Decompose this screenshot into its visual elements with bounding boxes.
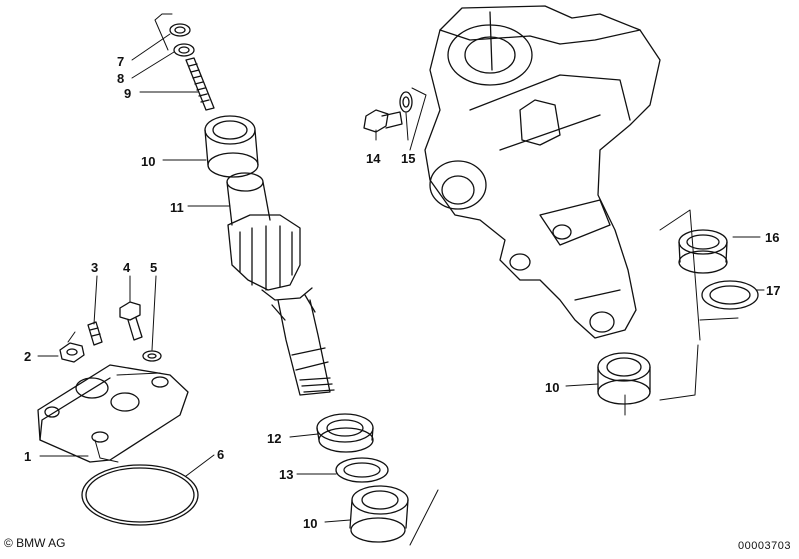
callout-11: 11: [170, 200, 184, 215]
callout-7: 7: [117, 54, 124, 69]
adjusting-screw: [185, 57, 215, 111]
callout-numbers: 7 8 9 10 11 3 4 5 2 1 6 12 13 10 14 15 1…: [24, 54, 780, 531]
callout-16: 16: [765, 230, 779, 245]
callout-8: 8: [117, 71, 124, 86]
sealing-washer: [399, 91, 413, 113]
callout-10-bottom: 10: [303, 516, 317, 531]
needle-bearing-right: [597, 352, 651, 405]
callout-4: 4: [123, 260, 131, 275]
set-screw: [87, 321, 103, 346]
catalog-number: 00003703: [738, 540, 791, 552]
sector-shaft: [226, 172, 335, 396]
assembly-guide-lines: [67, 13, 739, 546]
housing-cover: [37, 364, 189, 463]
hex-bolt: [119, 301, 143, 341]
callout-leaders: [37, 33, 765, 523]
circlip: [169, 23, 191, 37]
seal-ring: [316, 413, 374, 453]
steering-box-housing: [424, 5, 661, 339]
lock-nut: [59, 342, 85, 363]
callout-10-right: 10: [545, 380, 559, 395]
needle-bearing-top: [204, 115, 259, 178]
callout-5: 5: [150, 260, 157, 275]
lock-ring: [335, 457, 389, 483]
callout-3: 3: [91, 260, 98, 275]
oil-filler-plug: [363, 109, 403, 133]
callout-9: 9: [124, 86, 131, 101]
shaft-seal: [678, 229, 728, 274]
washer: [173, 43, 195, 57]
callout-17: 17: [766, 283, 780, 298]
spring-washer: [142, 350, 162, 362]
callout-12: 12: [267, 431, 281, 446]
callout-10-top: 10: [141, 154, 155, 169]
callout-13: 13: [279, 467, 293, 482]
callout-14: 14: [366, 151, 381, 166]
gasket-ring: [81, 464, 199, 526]
callout-15: 15: [401, 151, 415, 166]
callout-6: 6: [217, 447, 224, 462]
callout-2: 2: [24, 349, 31, 364]
retaining-ring: [701, 280, 759, 310]
callout-1: 1: [24, 449, 31, 464]
needle-bearing-bottom: [349, 485, 409, 543]
copyright-label: © BMW AG: [4, 536, 66, 550]
